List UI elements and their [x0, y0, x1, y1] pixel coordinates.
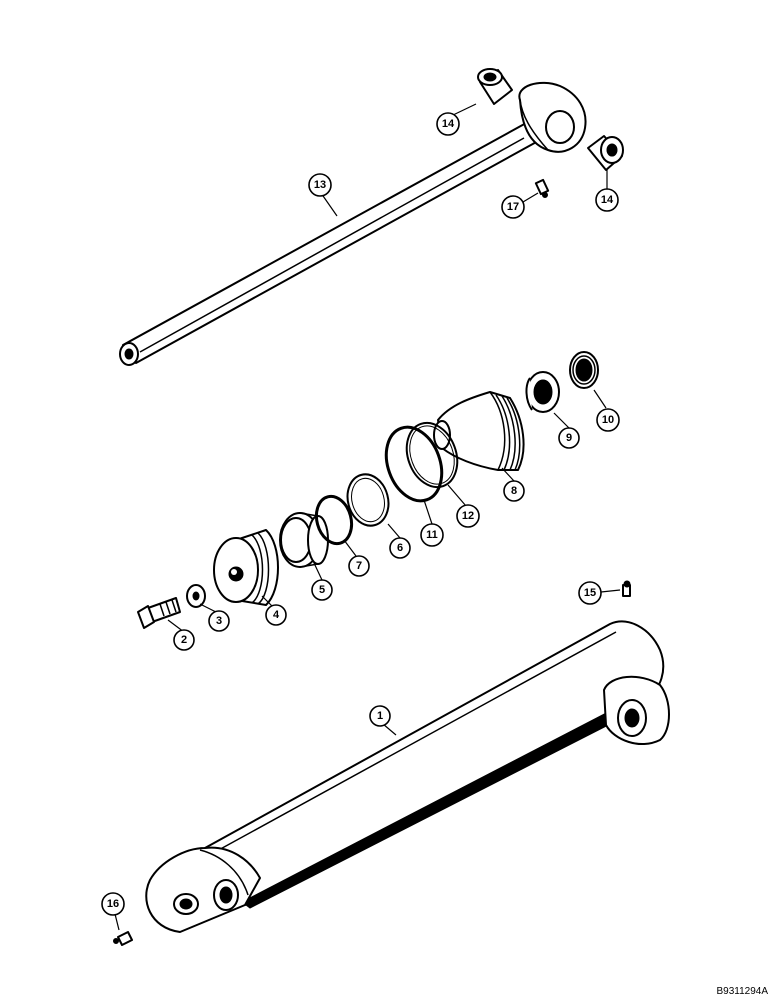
callout-label: 6	[397, 542, 403, 554]
o-ring-small	[314, 494, 354, 546]
wiper-seal	[569, 351, 599, 389]
cylinder-barrel	[145, 620, 670, 933]
callout-3: 3	[208, 610, 230, 632]
callout-label: 14	[601, 194, 614, 206]
callout-label: 12	[462, 510, 474, 522]
piston-rod	[119, 81, 587, 366]
bolt	[137, 597, 181, 629]
callout-12: 12	[456, 504, 480, 528]
callout-label: 9	[566, 432, 572, 444]
rod-seal	[525, 371, 560, 413]
callout-label: 1	[377, 710, 383, 722]
backup-ring	[405, 421, 459, 489]
figure-reference: B9311294A	[716, 986, 768, 997]
callout-6: 6	[389, 537, 411, 559]
grease-fitting-rod	[534, 178, 550, 198]
grease-fitting-barrel	[622, 580, 631, 597]
callout-7: 7	[348, 555, 370, 577]
callout-14-lower: 14	[595, 188, 619, 212]
wear-ring	[279, 512, 329, 568]
callout-5: 5	[311, 579, 333, 601]
callout-2: 2	[173, 629, 195, 651]
callout-9: 9	[558, 427, 580, 449]
washer	[186, 584, 206, 608]
callout-1: 1	[369, 705, 391, 727]
callout-4: 4	[265, 604, 287, 626]
callout-label: 5	[319, 584, 325, 596]
callout-17: 17	[501, 195, 525, 219]
callout-label: 16	[107, 898, 119, 910]
callout-14-upper: 14	[436, 112, 460, 136]
piston-seal	[346, 473, 390, 527]
o-ring-large	[384, 425, 444, 503]
callout-label: 7	[356, 560, 362, 572]
bushing-lower	[587, 135, 624, 171]
bushing-upper	[477, 68, 513, 105]
leader-lines	[114, 103, 621, 931]
callout-label: 8	[511, 485, 517, 497]
callout-15: 15	[578, 581, 602, 605]
callout-label: 3	[216, 615, 222, 627]
callout-11: 11	[420, 523, 444, 547]
callout-13: 13	[308, 173, 332, 197]
callout-label: 4	[273, 609, 280, 621]
callout-label: 10	[602, 414, 614, 426]
callout-label: 15	[584, 587, 596, 599]
callout-label: 14	[442, 118, 455, 130]
piston	[213, 529, 279, 606]
callout-16: 16	[101, 892, 125, 916]
callout-label: 17	[507, 201, 519, 213]
callout-label: 13	[314, 179, 326, 191]
callout-10: 10	[596, 408, 620, 432]
grease-fitting-clevis	[113, 931, 133, 946]
gland	[433, 391, 525, 471]
callout-label: 2	[181, 634, 187, 646]
callout-label: 11	[426, 529, 438, 541]
callout-8: 8	[503, 480, 525, 502]
